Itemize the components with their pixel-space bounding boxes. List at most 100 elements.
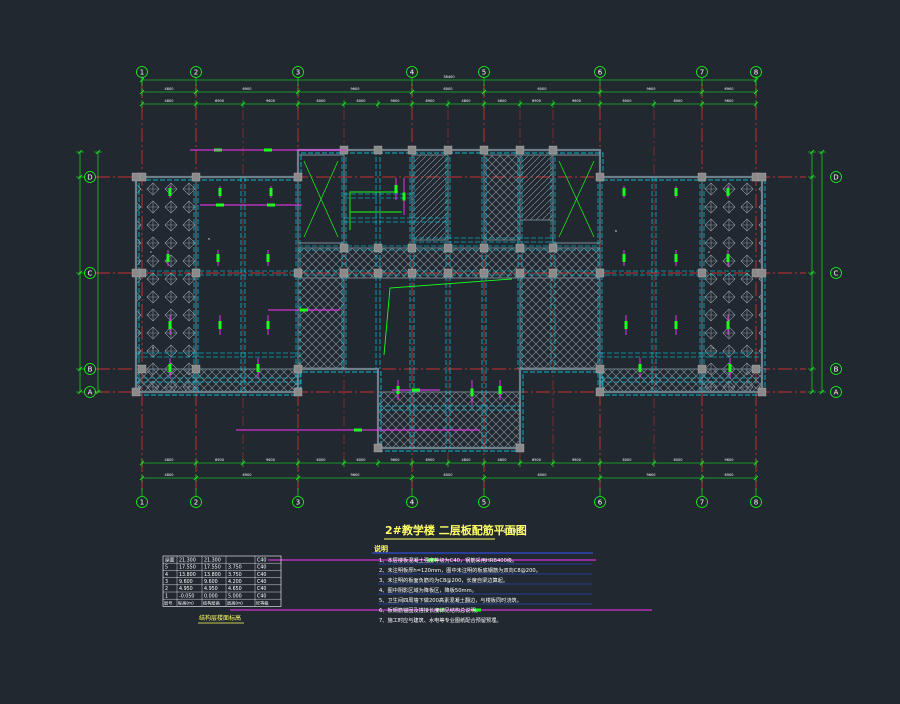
floor-table-cell: 17.550 bbox=[179, 565, 196, 571]
rebar-label-tag bbox=[168, 364, 172, 372]
note-line: 6、板钢筋锚固及搭接长度详见结构总说明。 bbox=[379, 606, 481, 614]
floor-table-cell: 1 bbox=[165, 593, 168, 599]
dimension-text: 6000 bbox=[623, 458, 632, 462]
axis-bubble bbox=[594, 496, 606, 508]
rebar-label-tag bbox=[728, 364, 732, 372]
column bbox=[373, 443, 383, 453]
drawing-scale: 1:100 bbox=[503, 528, 520, 535]
left-stair-slab-hatch bbox=[135, 176, 197, 393]
dimension-text: 9600 bbox=[351, 87, 360, 91]
dimension-text: 9600 bbox=[572, 458, 581, 462]
note-line: 3、未注明的板面负筋均为C8@200，长度自梁边算起。 bbox=[379, 576, 508, 584]
dimension-text: 6900 bbox=[426, 99, 435, 103]
axis-label: 6 bbox=[598, 499, 603, 507]
axis-label: 6 bbox=[598, 69, 603, 77]
dimension-text: 9600 bbox=[725, 99, 734, 103]
dimension-text: 6900 bbox=[215, 458, 224, 462]
toilet-slab-hatch bbox=[519, 154, 554, 221]
floor-table-cell: 9.600 bbox=[204, 579, 218, 585]
rebar-label-tag bbox=[412, 388, 420, 392]
axis-label: 5 bbox=[482, 499, 486, 507]
axis-bubble bbox=[696, 66, 708, 78]
column bbox=[751, 364, 761, 374]
note-line: 4、图中阴影区域为降板区，降板50mm。 bbox=[379, 586, 477, 594]
column bbox=[293, 387, 303, 397]
column bbox=[479, 268, 489, 278]
axis-label: 4 bbox=[410, 499, 415, 507]
axis-label: A bbox=[88, 389, 93, 397]
axis-bubble bbox=[190, 496, 202, 508]
floor-table-cell: 4.950 bbox=[179, 586, 193, 592]
column bbox=[595, 364, 605, 374]
dimension-text: 9600 bbox=[266, 99, 275, 103]
rebar-label-tag bbox=[473, 608, 481, 612]
plan-layer bbox=[131, 145, 767, 453]
annex-slab-hatch bbox=[377, 391, 521, 449]
column bbox=[515, 443, 525, 453]
rebar-label-tag bbox=[674, 321, 678, 329]
axis-bubble bbox=[190, 66, 202, 78]
rebar-label-tag bbox=[622, 188, 626, 196]
rebar-text: 5 bbox=[208, 237, 210, 241]
axis-label: B bbox=[88, 366, 93, 374]
dimension-text: 6000 bbox=[538, 87, 547, 91]
dimension-text: 38400 bbox=[443, 75, 454, 79]
column bbox=[191, 172, 201, 182]
floor-table-cell: 21.300 bbox=[179, 557, 196, 563]
floor-table-cell: C40 bbox=[257, 572, 266, 578]
floor-table-caption: 结构层楼面标高 bbox=[199, 614, 241, 622]
dimension-text: 9600 bbox=[351, 473, 360, 477]
axis-label: D bbox=[833, 174, 838, 182]
column bbox=[697, 364, 707, 374]
axis-bubble bbox=[830, 363, 842, 375]
column bbox=[373, 268, 383, 278]
rebar-label-tag bbox=[624, 321, 628, 329]
floor-table-cell: 21.300 bbox=[204, 557, 221, 563]
axis-bubble bbox=[136, 496, 148, 508]
column bbox=[595, 172, 605, 182]
toilet-slab-hatch bbox=[483, 154, 521, 241]
column bbox=[443, 268, 453, 278]
dimension-text: 6900 bbox=[725, 473, 734, 477]
column bbox=[515, 243, 525, 253]
floor-table-cell: 屋面 bbox=[165, 557, 175, 563]
rebar-label-tag bbox=[470, 388, 474, 397]
classroom-slab-hatch bbox=[519, 277, 601, 369]
rebar-label-tag bbox=[264, 148, 272, 152]
column bbox=[757, 172, 767, 182]
rebar-label-tag bbox=[402, 192, 406, 201]
dimension-text: 6900 bbox=[532, 99, 541, 103]
floor-table-cell: 3.750 bbox=[228, 565, 242, 571]
rebar-label-tag bbox=[638, 364, 642, 372]
dimension-text: 6000 bbox=[317, 99, 326, 103]
stair-well-cross bbox=[558, 160, 595, 238]
column bbox=[191, 268, 201, 278]
column bbox=[515, 268, 525, 278]
dimension-text: 6900 bbox=[426, 458, 435, 462]
rebar-label-tag bbox=[216, 203, 224, 207]
column bbox=[131, 172, 141, 182]
axis-bubble bbox=[406, 66, 418, 78]
rebar-label-tag bbox=[394, 185, 398, 193]
rebar-text: 3 bbox=[152, 346, 154, 350]
column bbox=[548, 145, 558, 155]
column bbox=[293, 268, 303, 278]
floor-table-cell: 13.800 bbox=[179, 572, 196, 578]
axis-bubble bbox=[292, 496, 304, 508]
column bbox=[373, 145, 383, 155]
note-line: 1、本层楼板混凝土强度等级为C40，钢筋采用HRB400级。 bbox=[379, 556, 517, 564]
rebar-label-tag bbox=[218, 188, 222, 196]
stair-well-box bbox=[297, 154, 345, 244]
dimension-text: 4800 bbox=[165, 99, 174, 103]
axis-label: 3 bbox=[296, 69, 300, 77]
column bbox=[548, 243, 558, 253]
axis-bubble bbox=[594, 66, 606, 78]
floor-table-header-cell: 层高(m) bbox=[227, 599, 243, 606]
dimension-text: 9600 bbox=[391, 99, 400, 103]
column bbox=[697, 172, 707, 182]
rebar-label-tag bbox=[300, 308, 308, 312]
axis-label: 2 bbox=[194, 499, 198, 507]
